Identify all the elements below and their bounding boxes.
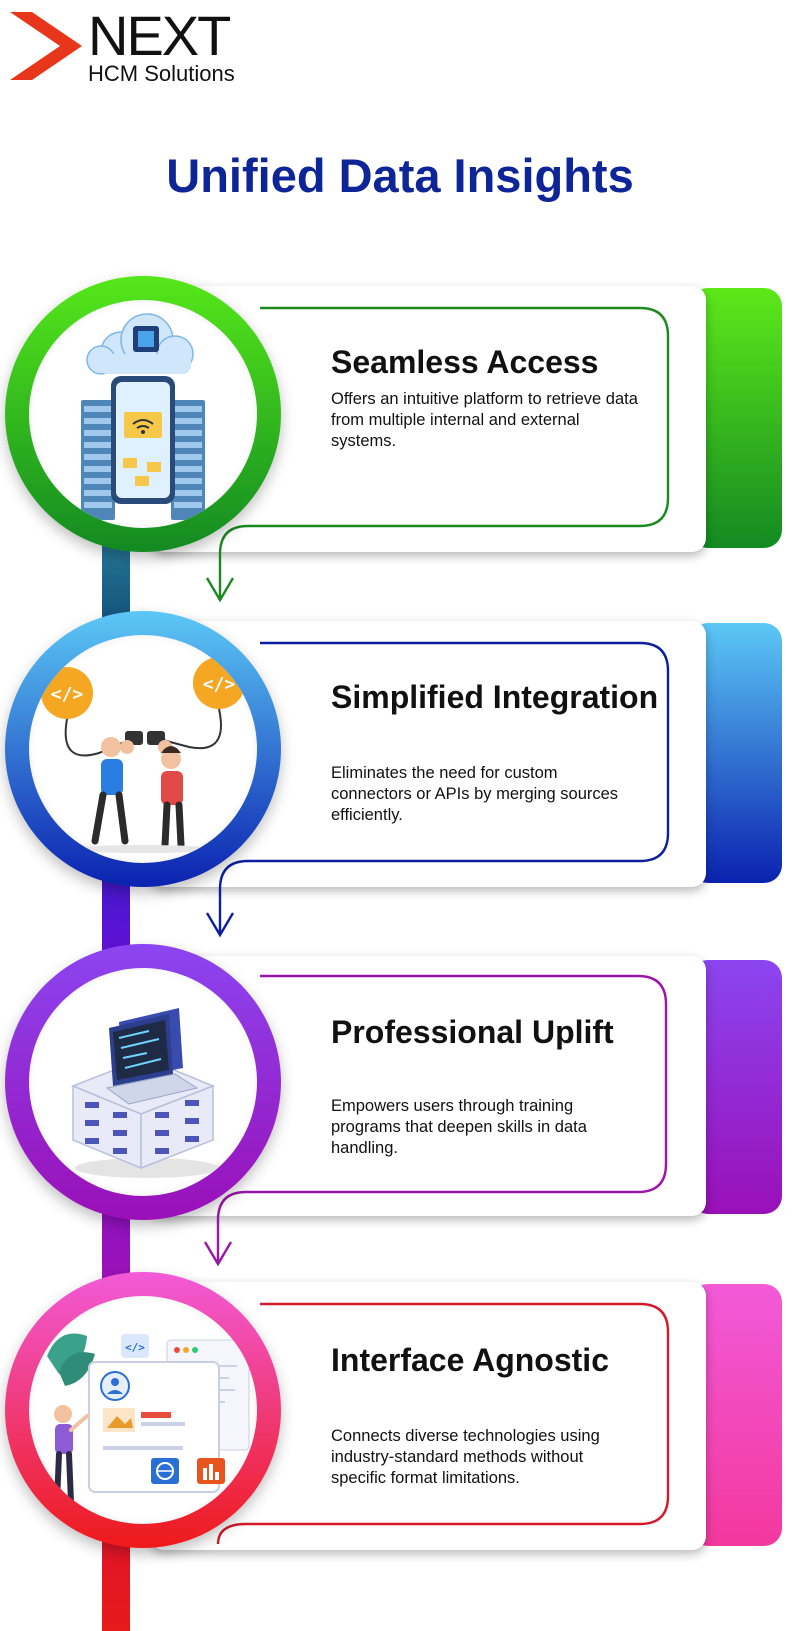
svg-text:</>: </> [203,674,236,695]
plug-connect-people-icon: </> </> [41,657,245,853]
step-description: Offers an intuitive platform to retrieve… [331,390,638,450]
cloud-server-phone-icon [81,313,205,520]
brand-logo: NEXT HCM Solutions [8,8,258,86]
step-title: Interface Agnostic [331,1342,609,1378]
step-simplified-integration: </> </> Simplified Integration Elimina [0,611,800,938]
step-icon-ring: </> </> [5,611,281,887]
flow-connector [216,1302,670,1545]
logo-subtitle: HCM Solutions [88,61,235,86]
step-description: Empowers users through training programs… [331,1097,587,1157]
step-seamless-access: Seamless Access Offers an intuitive plat… [0,276,800,603]
logo-wordmark: NEXT [88,4,231,67]
step-title: Simplified Integration [331,679,659,715]
step-title: Professional Uplift [331,1014,614,1050]
step-interface-agnostic: </> Interface Agnostic Conne [0,1272,800,1576]
step-description: Connects diverse technologies using indu… [331,1427,600,1487]
web-dashboard-user-icon: </> [47,1333,250,1505]
step-description: Eliminates the need for custom connector… [331,764,619,824]
svg-text:</>: </> [51,684,84,705]
step-icon-ring [5,944,281,1220]
page-title: Unified Data Insights [166,149,634,202]
flow-connector [205,641,670,938]
logo-chevron-icon [10,12,82,80]
step-icon-ring: </> [5,1272,281,1548]
step-professional-uplift: Professional Uplift Empowers users throu… [0,944,800,1267]
flow-connector [205,306,670,603]
step-title: Seamless Access [331,344,599,380]
step-icon-ring [5,276,281,552]
laptop-server-stack-icon [70,1008,219,1178]
svg-text:</>: </> [125,1341,145,1354]
flow-connector [203,974,668,1267]
